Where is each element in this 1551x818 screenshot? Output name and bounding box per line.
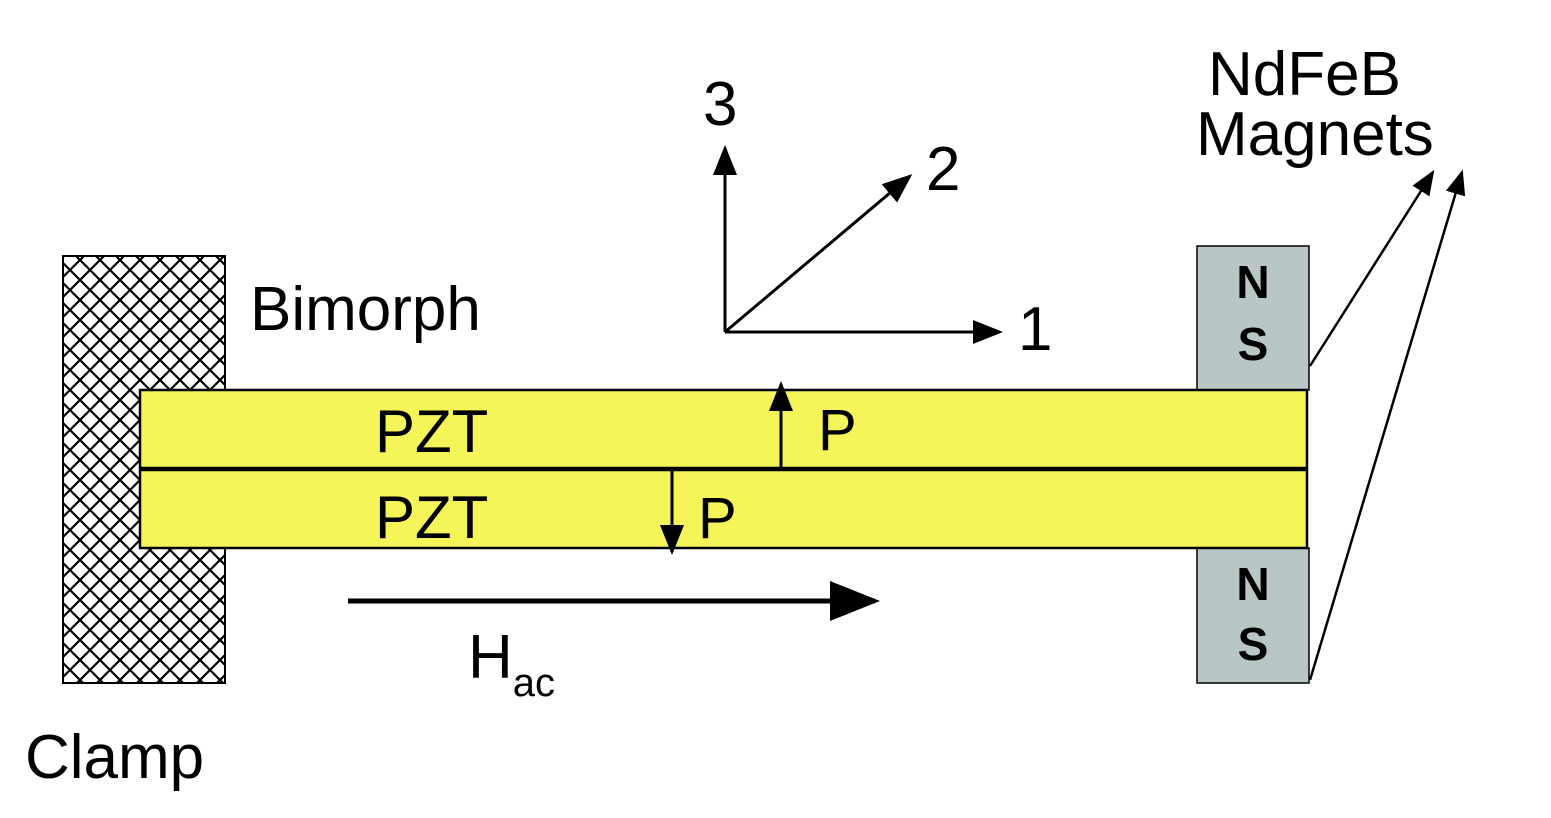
pzt-layer-top [138, 388, 1309, 470]
axis-3-label: 3 [703, 70, 737, 139]
field-label-main: H [468, 623, 513, 692]
field-label: Hac [468, 623, 555, 705]
magnet-top-s: S [1238, 318, 1269, 370]
clamp-label: Clamp [25, 723, 204, 792]
pzt-bottom-label: PZT [375, 484, 488, 551]
magnet-pointer-top [1308, 169, 1435, 367]
bimorph-label: Bimorph [250, 275, 481, 344]
pzt-layer-bottom [138, 468, 1309, 550]
field-label-subscript: ac [513, 661, 555, 705]
magnet-bottom-s: S [1238, 618, 1269, 670]
magnets-label-line1: NdFeB [1208, 40, 1401, 109]
polarization-bottom-label: P [698, 486, 737, 551]
magnet-top-n: N [1236, 256, 1269, 308]
magnet-pointer-bottom [1308, 169, 1466, 681]
magnets-label-line2: Magnets [1196, 100, 1434, 169]
axis-1-label: 1 [1018, 295, 1052, 364]
axis-2-arrow [724, 174, 913, 334]
magnet-bottom-n: N [1236, 558, 1269, 610]
axis-2-label: 2 [926, 135, 960, 204]
pzt-top-label: PZT [375, 398, 488, 465]
polarization-top-label: P [818, 398, 857, 463]
magnet-top [1196, 245, 1310, 391]
